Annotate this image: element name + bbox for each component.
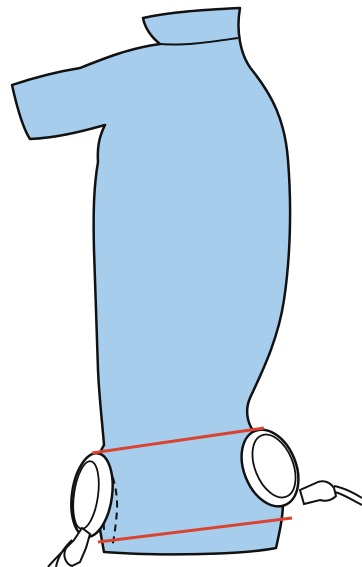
right-cable-wire-outer	[334, 486, 362, 498]
right-cable-wire	[335, 492, 362, 505]
left-cable-connector	[64, 528, 90, 566]
right-cable	[300, 481, 362, 505]
left-cable	[48, 528, 90, 567]
right-cable-connector	[300, 481, 336, 504]
